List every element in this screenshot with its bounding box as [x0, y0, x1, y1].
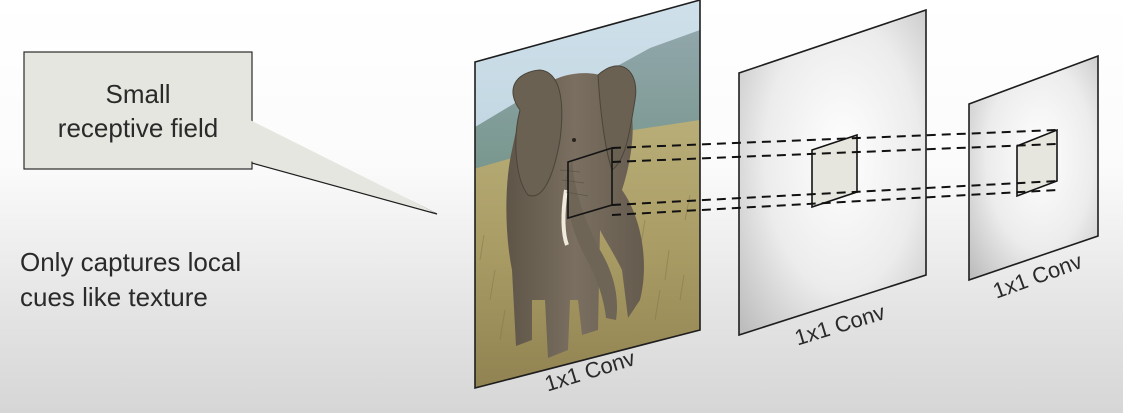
callout-shape: [23, 51, 438, 215]
callout-line-2: receptive field: [57, 112, 219, 143]
callout-label: Small receptive field: [24, 52, 252, 169]
side-note-line-1: Only captures local: [20, 247, 242, 277]
side-note: Only captures local cues like texture: [20, 245, 320, 315]
feature-map-3: [968, 54, 1099, 282]
input-image-panel: [474, 0, 701, 390]
receptive-field-box-3: [1016, 128, 1058, 198]
feature-map-2: [738, 8, 927, 337]
callout-line-1: Small: [105, 78, 171, 109]
side-note-line-2: cues like texture: [20, 282, 208, 312]
